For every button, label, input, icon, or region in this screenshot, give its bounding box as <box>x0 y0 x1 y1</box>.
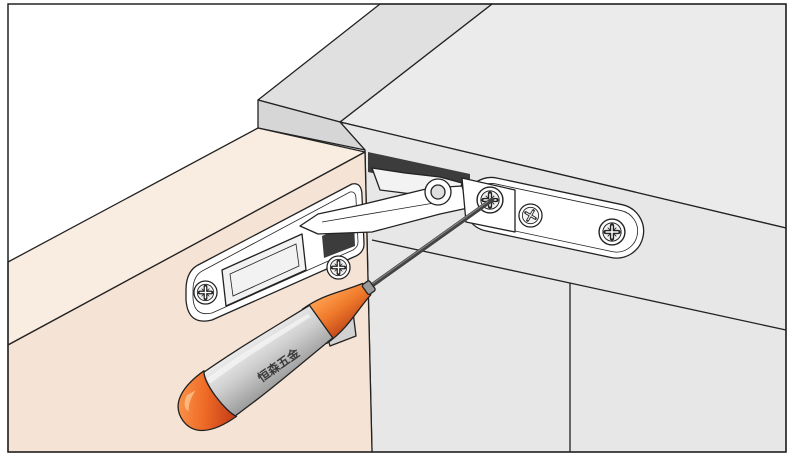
screwdriver: 恒森五金 <box>177 197 495 432</box>
cam-adjuster-icon <box>518 203 543 228</box>
cabinet-front-strip <box>257 99 366 151</box>
image-frame <box>7 3 787 453</box>
screwdriver-end-cap-highlight <box>184 390 196 412</box>
screwdriver-grip <box>194 304 334 424</box>
screwdriver-grip-highlight <box>206 313 311 384</box>
door-plate-slot <box>221 233 307 307</box>
door-plate-slot-inner <box>229 243 300 297</box>
hinge-pivot-inner <box>430 184 446 200</box>
door-cup-plate-inner <box>192 191 359 315</box>
door-screw-right-icon <box>326 255 351 280</box>
screwdriver-shaft-highlight <box>362 200 489 291</box>
plate-screw-right-icon <box>599 219 625 245</box>
door-screw-left-icon <box>193 280 218 305</box>
hinge-arm-crease <box>321 201 441 223</box>
screwdriver-end-cap <box>177 370 238 432</box>
screwdriver-ferrule <box>361 280 376 295</box>
screwdriver-shaft <box>358 197 495 296</box>
shelf-edge-line <box>371 239 787 331</box>
